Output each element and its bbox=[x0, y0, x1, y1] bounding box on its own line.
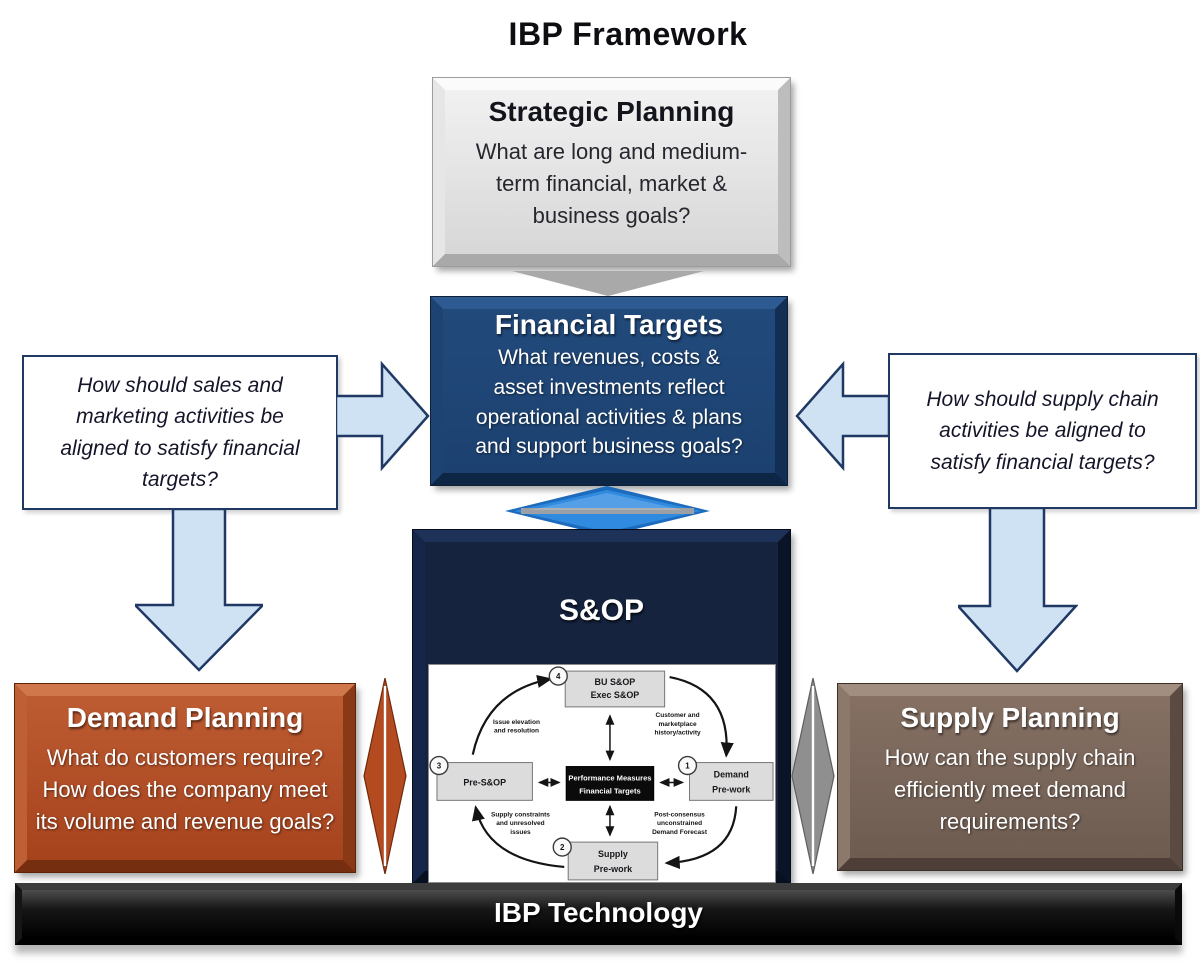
left-question-down-arrow bbox=[135, 509, 263, 672]
sop-title: S&OP bbox=[558, 594, 645, 627]
sales-marketing-question-box: How should sales and marketing activitie… bbox=[22, 355, 338, 510]
supply-line-2: efficiently meet demand bbox=[894, 776, 1126, 802]
down-triangle-arrow bbox=[512, 271, 704, 296]
pre-sop-node: Pre-S&OP 3 bbox=[429, 755, 533, 801]
supply-line-1: How can the supply chain bbox=[884, 745, 1136, 770]
svg-text:Demand: Demand bbox=[714, 769, 749, 779]
supply-planning-title: Supply Planning bbox=[900, 702, 1120, 733]
step-2-circle bbox=[552, 837, 572, 857]
svg-text:marketplace: marketplace bbox=[658, 721, 697, 728]
right-question-line-3: satisfy financial targets? bbox=[930, 450, 1155, 474]
left-question-line-3: aligned to satisfy financial bbox=[60, 436, 300, 460]
page-title: IBP Framework bbox=[508, 16, 748, 52]
demand-planning-body: What do customers require? How does the … bbox=[27, 742, 343, 838]
issue-elevation-label: Issue elevation and resolution bbox=[493, 719, 540, 735]
svg-text:3: 3 bbox=[437, 762, 442, 771]
financial-targets-title: Financial Targets bbox=[494, 309, 724, 340]
supply-planning-body: How can the supply chain efficiently mee… bbox=[850, 742, 1170, 838]
svg-text:Post-consensus: Post-consensus bbox=[654, 811, 705, 818]
right-question-line-1: How should supply chain bbox=[926, 387, 1159, 411]
strategic-line-1: What are long and medium- bbox=[475, 139, 748, 164]
right-question-down-arrow bbox=[958, 508, 1078, 673]
svg-text:Exec S&OP: Exec S&OP bbox=[591, 690, 640, 700]
svg-text:unconstrained: unconstrained bbox=[657, 820, 702, 827]
demand-sop-double-arrow bbox=[363, 678, 407, 874]
sop-cycle-diagram: BU S&OP Exec S&OP 4 Demand Pre-work 1 Su… bbox=[428, 664, 776, 883]
svg-text:and unresolved: and unresolved bbox=[496, 820, 544, 827]
strategic-planning-title: Strategic Planning bbox=[488, 96, 735, 127]
svg-text:issues: issues bbox=[510, 829, 531, 836]
financial-targets-box: Financial Targets What revenues, costs &… bbox=[430, 296, 788, 486]
svg-text:4: 4 bbox=[556, 672, 561, 681]
supply-chain-question-text: How should supply chain activities be al… bbox=[926, 384, 1158, 479]
supply-prework-node: Supply Pre-work 2 bbox=[552, 837, 659, 881]
svg-text:Pre-work: Pre-work bbox=[594, 864, 632, 874]
ibp-technology-bar: IBP Technology bbox=[15, 883, 1182, 945]
svg-text:1: 1 bbox=[685, 762, 690, 771]
strategic-planning-body: What are long and medium- term financial… bbox=[445, 136, 778, 232]
cycle-arc-presop-to-exec bbox=[471, 675, 553, 755]
svg-text:Performance Measures: Performance Measures bbox=[568, 773, 651, 782]
supply-sop-double-arrow bbox=[791, 678, 835, 874]
right-question-line-2: activities be aligned to bbox=[939, 419, 1146, 443]
cycle-arc-supply-to-presop bbox=[471, 805, 565, 869]
demand-planning-box: Demand Planning What do customers requir… bbox=[14, 683, 356, 873]
cycle-arc-exec-to-demand bbox=[669, 675, 734, 758]
svg-text:Financial Targets: Financial Targets bbox=[579, 786, 641, 795]
customer-marketplace-label: Customer and marketplace history/activit… bbox=[654, 712, 701, 737]
svg-text:Demand Forecast: Demand Forecast bbox=[652, 829, 708, 836]
demand-line-2: How does the company meet bbox=[42, 776, 328, 802]
strategic-planning-box: Strategic Planning What are long and med… bbox=[432, 77, 791, 267]
left-question-line-4: targets? bbox=[142, 468, 218, 491]
bu-exec-sop-node: BU S&OP Exec S&OP 4 bbox=[548, 666, 666, 708]
svg-text:Supply constraints: Supply constraints bbox=[491, 811, 550, 818]
step-4-circle bbox=[548, 666, 568, 686]
ibp-technology-title: IBP Technology bbox=[494, 897, 703, 928]
financial-targets-body: What revenues, costs & asset investments… bbox=[443, 343, 775, 462]
step-3-circle bbox=[429, 755, 449, 776]
left-question-line-1: How should sales and bbox=[77, 373, 283, 397]
financial-sop-double-arrow bbox=[505, 486, 710, 536]
performance-measures-node: Performance Measures Financial Targets bbox=[565, 766, 655, 801]
right-question-left-arrow bbox=[795, 360, 890, 472]
cycle-arc-demand-to-supply bbox=[664, 806, 738, 869]
demand-line-3: its volume and revenue goals? bbox=[35, 808, 335, 834]
svg-text:Supply: Supply bbox=[598, 849, 628, 859]
left-question-line-2: marketing activities be bbox=[76, 405, 284, 428]
supply-planning-box: Supply Planning How can the supply chain… bbox=[837, 683, 1183, 871]
demand-prework-node: Demand Pre-work 1 bbox=[677, 755, 774, 801]
svg-text:history/activity: history/activity bbox=[654, 730, 701, 737]
strategic-line-3: business goals? bbox=[532, 202, 691, 228]
supply-constraints-label: Supply constraints and unresolved issues bbox=[491, 811, 550, 836]
financial-line-3: operational activities & plans bbox=[475, 405, 743, 429]
svg-text:Pre-work: Pre-work bbox=[712, 784, 750, 794]
demand-planning-title: Demand Planning bbox=[66, 702, 304, 733]
financial-line-1: What revenues, costs & bbox=[498, 346, 720, 369]
svg-text:Issue elevation: Issue elevation bbox=[493, 719, 540, 726]
svg-text:and resolution: and resolution bbox=[494, 728, 539, 735]
post-consensus-label: Post-consensus unconstrained Demand Fore… bbox=[652, 811, 708, 836]
financial-line-4: and support business goals? bbox=[475, 435, 743, 459]
financial-line-2: asset investments reflect bbox=[493, 375, 725, 399]
step-1-circle bbox=[677, 755, 698, 776]
demand-line-1: What do customers require? bbox=[46, 745, 324, 770]
left-question-right-arrow bbox=[336, 360, 430, 472]
svg-text:Pre-S&OP: Pre-S&OP bbox=[463, 777, 506, 787]
supply-chain-question-box: How should supply chain activities be al… bbox=[888, 353, 1197, 509]
supply-line-3: requirements? bbox=[939, 808, 1081, 834]
sales-marketing-question-text: How should sales and marketing activitie… bbox=[60, 370, 299, 496]
strategic-line-2: term financial, market & bbox=[495, 170, 728, 196]
svg-text:Customer and: Customer and bbox=[656, 712, 700, 719]
svg-text:BU S&OP: BU S&OP bbox=[595, 677, 636, 687]
svg-text:2: 2 bbox=[560, 843, 565, 852]
